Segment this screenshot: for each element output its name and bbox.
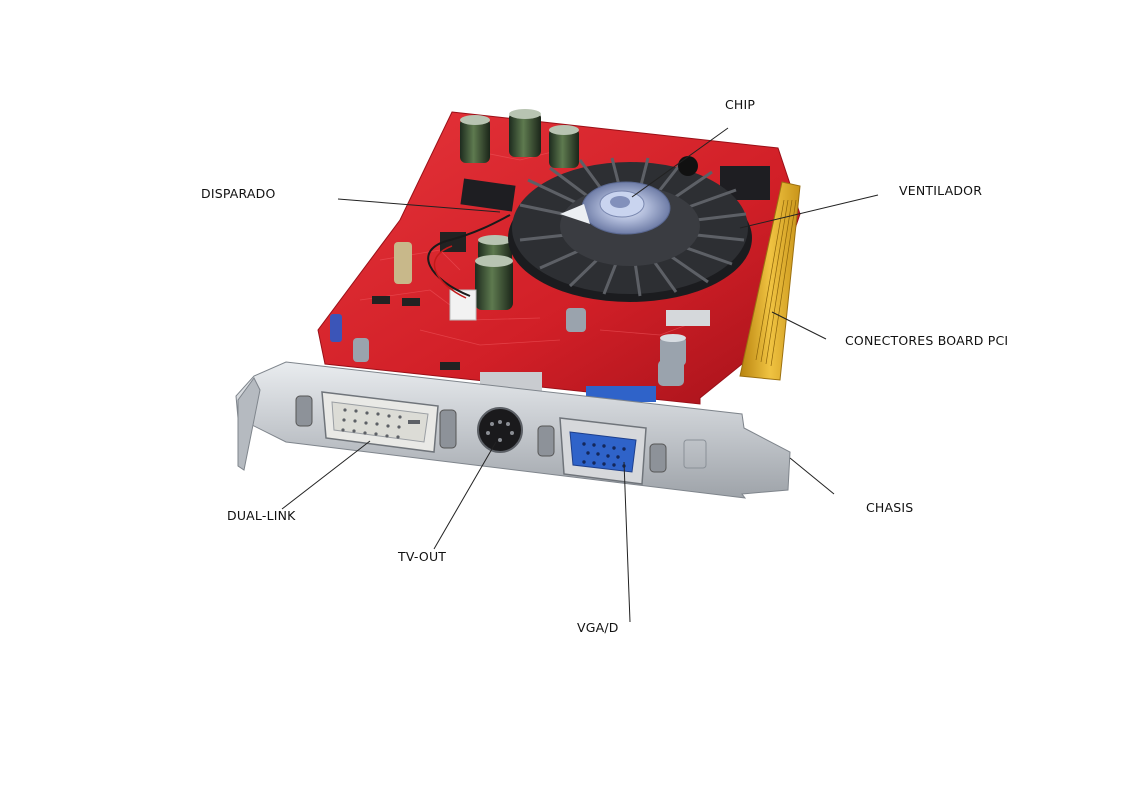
leader-ventilador — [739, 194, 879, 229]
tv-out-port — [477, 407, 523, 453]
label-chasis: CHASIS — [866, 500, 914, 515]
label-conectores-board-pci: CONECTORES BOARD PCI — [845, 333, 1009, 348]
leader-disparado — [337, 198, 501, 213]
leader-conectores — [771, 311, 827, 340]
leader-tv-out — [433, 441, 497, 550]
leader-chip — [631, 127, 729, 198]
leader-vga — [623, 461, 631, 623]
fan — [560, 156, 698, 235]
fan-wires — [427, 214, 511, 297]
label-vga-d: VGA/D — [577, 620, 619, 635]
label-chip: CHIP — [725, 97, 756, 112]
leader-dual-link — [281, 440, 371, 510]
label-dual-link: DUAL-LINK — [227, 508, 296, 523]
label-tv-out: TV-OUT — [398, 549, 447, 564]
label-disparado: DISPARADO — [201, 186, 276, 201]
capacitors — [330, 109, 686, 386]
pci-pins — [755, 199, 797, 367]
label-ventilador: VENTILADOR — [899, 183, 983, 198]
leader-lines — [281, 127, 879, 623]
leader-chasis — [789, 457, 835, 495]
dvi-port — [295, 391, 457, 453]
